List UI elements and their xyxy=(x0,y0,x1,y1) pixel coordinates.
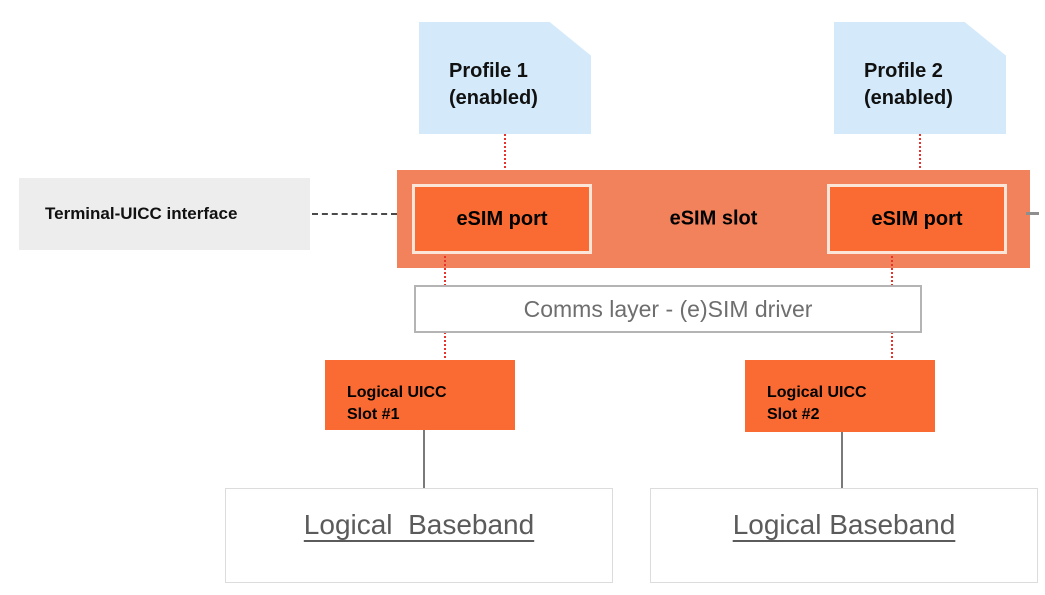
connector-uicc-slot1-to-baseband1 xyxy=(423,430,425,488)
terminal-uicc-interface-box[interactable]: Terminal-UICC interface xyxy=(19,178,310,250)
profile-card-2[interactable]: Profile 2 (enabled) xyxy=(834,22,1006,134)
comms-layer-label: Comms layer - (e)SIM driver xyxy=(523,295,813,322)
connector-profile2-to-port2 xyxy=(919,134,921,184)
profile-card-1[interactable]: Profile 1 (enabled) xyxy=(419,22,591,134)
profile-card-2-name: Profile 2 xyxy=(864,60,943,82)
logical-uicc-slot-2[interactable]: Logical UICC Slot #2 xyxy=(745,360,935,432)
logical-uicc-slot-1-line1: Logical UICC xyxy=(347,384,447,401)
logical-baseband-1-label: Logical Baseband xyxy=(303,509,535,540)
esim-port-2[interactable]: eSIM port xyxy=(827,184,1007,254)
connector-profile1-to-port1 xyxy=(504,134,506,184)
esim-slot[interactable]: eSIM slot eSIM port eSIM port xyxy=(397,170,1030,268)
logical-baseband-2-label: Logical Baseband xyxy=(732,509,956,540)
slot-right-stub xyxy=(1026,212,1039,215)
logical-baseband-1[interactable]: Logical Baseband xyxy=(225,488,613,583)
profile-card-1-state: (enabled) xyxy=(449,87,538,109)
logical-uicc-slot-2-line2: Slot #2 xyxy=(767,405,820,423)
logical-uicc-slot-1-line2: Slot #1 xyxy=(347,405,400,423)
esim-port-1-label: eSIM port xyxy=(456,207,548,230)
connector-uicc-slot2-to-baseband2 xyxy=(841,432,843,488)
logical-uicc-slot-2-line1: Logical UICC xyxy=(767,384,867,401)
logical-uicc-slot-1[interactable]: Logical UICC Slot #1 xyxy=(325,360,515,430)
profile-card-2-state: (enabled) xyxy=(864,87,953,109)
connector-terminal-to-slot xyxy=(312,213,397,215)
terminal-uicc-interface-label: Terminal-UICC interface xyxy=(45,204,238,223)
profile-card-1-name: Profile 1 xyxy=(449,60,528,82)
esim-port-2-label: eSIM port xyxy=(871,207,963,230)
esim-slot-label: eSIM slot xyxy=(669,207,758,230)
esim-port-1[interactable]: eSIM port xyxy=(412,184,592,254)
logical-baseband-2[interactable]: Logical Baseband xyxy=(650,488,1038,583)
comms-layer-box[interactable]: Comms layer - (e)SIM driver xyxy=(414,285,922,333)
